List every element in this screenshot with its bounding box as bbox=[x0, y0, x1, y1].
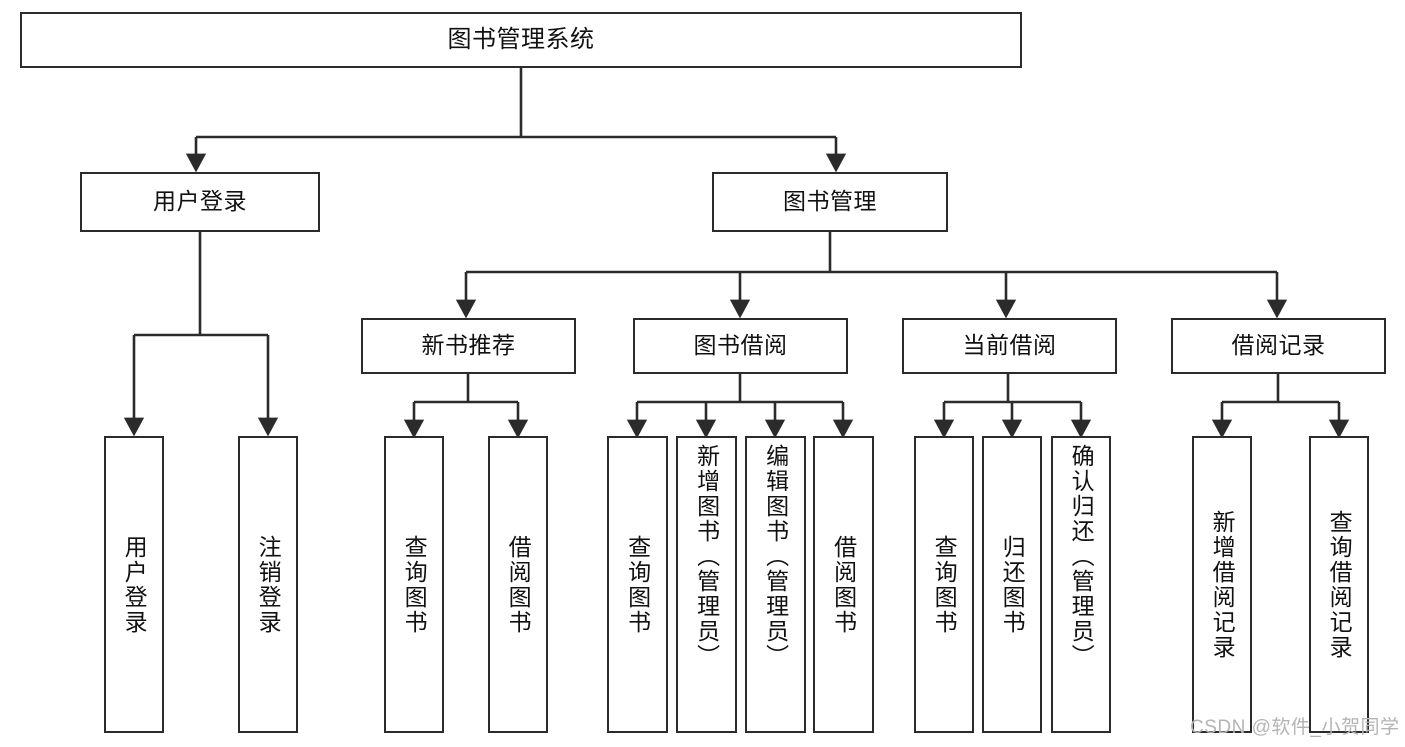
node-leaf-user-logout-label: 注销登录 bbox=[255, 534, 282, 635]
node-book-manage-label: 图书管理 bbox=[783, 188, 877, 215]
node-current-borrow-label: 当前借阅 bbox=[962, 332, 1057, 359]
node-leaf-query-book-2-label: 查询图书 bbox=[624, 534, 651, 635]
node-user-login[interactable]: 用户登录 bbox=[80, 172, 320, 232]
node-current-borrow[interactable]: 当前借阅 bbox=[902, 318, 1117, 374]
node-leaf-borrow-book-2-label: 借阅图书 bbox=[830, 534, 857, 635]
node-leaf-edit-book[interactable]: 编辑图书（管理员） bbox=[745, 436, 806, 733]
node-leaf-confirm-return-label: 确认归还（管理员） bbox=[1068, 444, 1095, 669]
node-leaf-add-book-label: 新增图书（管理员） bbox=[693, 444, 720, 669]
node-leaf-borrow-book-1-label: 借阅图书 bbox=[505, 534, 532, 635]
node-book-borrow-label: 图书借阅 bbox=[693, 332, 788, 359]
node-leaf-borrow-book-2[interactable]: 借阅图书 bbox=[813, 436, 874, 733]
node-leaf-add-record[interactable]: 新增借阅记录 bbox=[1192, 436, 1252, 733]
node-leaf-query-book-3[interactable]: 查询图书 bbox=[914, 436, 974, 733]
node-leaf-add-record-label: 新增借阅记录 bbox=[1209, 509, 1236, 660]
node-leaf-query-book-3-label: 查询图书 bbox=[931, 534, 958, 635]
node-root-label: 图书管理系统 bbox=[447, 25, 595, 53]
node-new-book-recommend[interactable]: 新书推荐 bbox=[361, 318, 576, 374]
node-leaf-return-book[interactable]: 归还图书 bbox=[982, 436, 1042, 733]
node-new-book-recommend-label: 新书推荐 bbox=[421, 332, 516, 359]
node-leaf-query-record-label: 查询借阅记录 bbox=[1326, 509, 1353, 660]
node-leaf-edit-book-label: 编辑图书（管理员） bbox=[762, 444, 789, 669]
node-book-manage[interactable]: 图书管理 bbox=[712, 172, 948, 232]
node-root[interactable]: 图书管理系统 bbox=[20, 12, 1022, 68]
node-borrow-record-label: 借阅记录 bbox=[1231, 332, 1326, 359]
node-borrow-record[interactable]: 借阅记录 bbox=[1171, 318, 1386, 374]
node-user-login-label: 用户登录 bbox=[153, 188, 247, 215]
node-leaf-query-book-2[interactable]: 查询图书 bbox=[607, 436, 668, 733]
node-book-borrow[interactable]: 图书借阅 bbox=[633, 318, 848, 374]
node-leaf-user-login-label: 用户登录 bbox=[121, 534, 148, 635]
node-leaf-query-book-1-label: 查询图书 bbox=[401, 534, 428, 635]
node-leaf-return-book-label: 归还图书 bbox=[999, 534, 1026, 635]
node-leaf-query-book-1[interactable]: 查询图书 bbox=[384, 436, 444, 733]
node-leaf-query-record[interactable]: 查询借阅记录 bbox=[1309, 436, 1369, 733]
node-leaf-add-book[interactable]: 新增图书（管理员） bbox=[676, 436, 737, 733]
node-leaf-user-logout[interactable]: 注销登录 bbox=[238, 436, 298, 733]
node-leaf-borrow-book-1[interactable]: 借阅图书 bbox=[488, 436, 548, 733]
node-leaf-confirm-return[interactable]: 确认归还（管理员） bbox=[1051, 436, 1111, 733]
node-leaf-user-login[interactable]: 用户登录 bbox=[104, 436, 164, 733]
